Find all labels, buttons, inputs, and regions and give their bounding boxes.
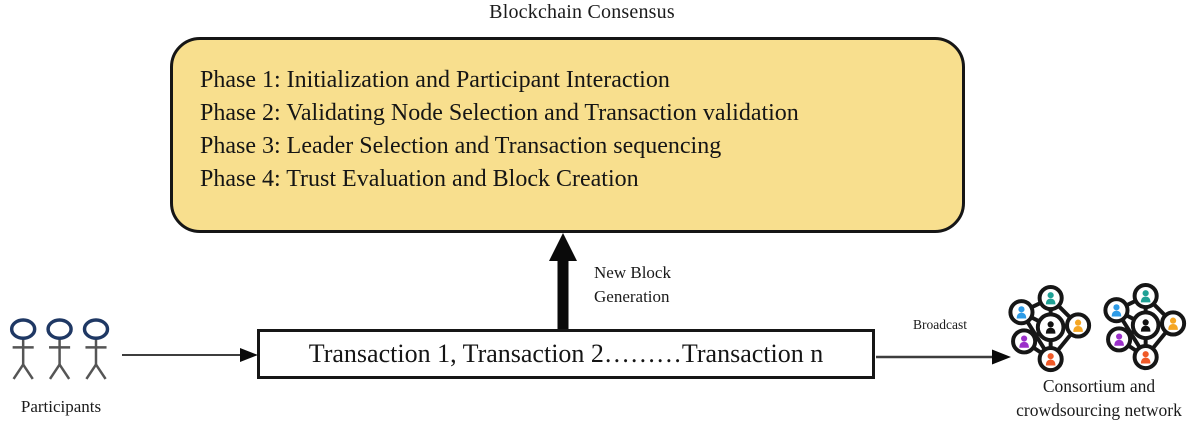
- network-label-line1: Consortium and: [1042, 376, 1156, 396]
- participants-label: Participants: [20, 397, 102, 416]
- phase-1-text: Phase 1: Initialization and Participant …: [200, 67, 670, 93]
- transactions-box: Transaction 1, Transaction 2………Transacti…: [257, 329, 875, 379]
- broadcast-arrow: [876, 349, 1011, 365]
- transactions-text: Transaction 1, Transaction 2………Transacti…: [308, 339, 824, 368]
- phase-3-text: Phase 3: Leader Selection and Transactio…: [200, 133, 722, 159]
- new-block-line2: Generation: [594, 287, 670, 306]
- network-cluster-icon: [1002, 283, 1094, 375]
- participants-icon: [9, 318, 110, 380]
- phase-4-text: Phase 4: Trust Evaluation and Block Crea…: [200, 166, 639, 192]
- participants-to-transactions-arrow: [122, 348, 258, 362]
- broadcast-label: Broadcast: [913, 317, 967, 332]
- new-block-line1: New Block: [594, 263, 671, 282]
- diagram-title: Blockchain Consensus: [489, 1, 675, 23]
- network-label: Consortium and crowdsourcing network: [993, 374, 1200, 422]
- consensus-phases-box: Phase 1: Initialization and Participant …: [170, 37, 965, 233]
- network-label-line2: crowdsourcing network: [1016, 400, 1182, 420]
- new-block-arrow: [549, 233, 577, 329]
- phase-2-text: Phase 2: Validating Node Selection and T…: [200, 100, 799, 126]
- new-block-generation-label: New Block Generation: [594, 261, 671, 309]
- network-cluster-icon: [1097, 281, 1189, 373]
